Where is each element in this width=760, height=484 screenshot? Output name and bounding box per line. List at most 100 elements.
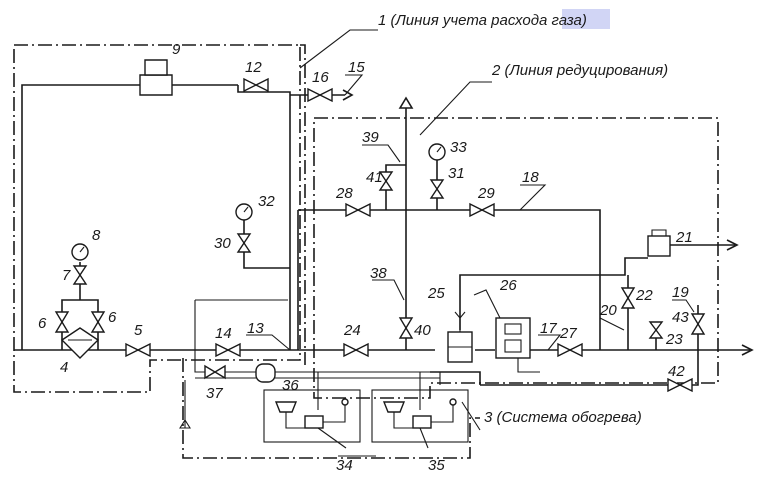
heater-34-control	[323, 405, 346, 423]
leader-26	[473, 289, 501, 319]
metering-right-pipe	[237, 85, 291, 350]
heater-35-pipe	[393, 412, 418, 429]
label-14: 14	[215, 325, 232, 342]
heating-boundary	[182, 358, 480, 459]
metering-boundary	[13, 44, 301, 393]
valve-42-icon	[667, 377, 693, 393]
caption-highlight	[562, 9, 610, 29]
vent-15-arrow	[342, 89, 354, 101]
pilot-26-top	[504, 323, 522, 335]
valve-5-icon	[125, 342, 151, 358]
heat-exchanger-36-icon	[255, 363, 276, 383]
heating-supply	[275, 371, 441, 385]
label-17: 17	[540, 320, 557, 337]
caption-metering-line: 1 (Линия учета расхода газа)	[378, 12, 587, 29]
heater-35-control	[431, 405, 454, 423]
metering-boundary-right	[300, 44, 306, 365]
label-33: 33	[450, 139, 467, 156]
outlet-arrow	[741, 344, 754, 356]
label-24: 24	[343, 322, 361, 339]
label-38: 38	[370, 265, 387, 282]
valve-6-left-icon	[54, 311, 70, 333]
gas-meter-9-head	[144, 59, 168, 76]
heating-pulse-left	[194, 300, 256, 373]
valve-43-icon	[690, 313, 706, 335]
heater-34-box	[263, 389, 361, 443]
label-13: 13	[247, 320, 264, 337]
leader-lines	[246, 29, 695, 457]
valves	[54, 77, 706, 393]
valve-37-icon	[204, 364, 226, 380]
boundaries	[13, 44, 719, 459]
pulse-return	[430, 371, 481, 385]
label-6-right: 6	[108, 309, 117, 326]
number-labels: 4 5 6 6 7 8 9 12 13 14 15 16 17 18 19 20…	[38, 41, 693, 474]
label-9: 9	[172, 41, 181, 58]
label-35: 35	[428, 457, 445, 474]
valve-40-icon	[398, 317, 414, 339]
gas-meter-9-icon	[139, 74, 173, 96]
leader-34	[317, 427, 376, 457]
valve-22-icon	[620, 287, 636, 309]
heater-35-box	[371, 389, 469, 443]
label-22: 22	[635, 287, 653, 304]
label-32: 32	[258, 193, 275, 210]
label-8: 8	[92, 227, 101, 244]
pilot-21-line	[595, 257, 648, 276]
relief-valve-21-icon	[647, 235, 671, 257]
label-40: 40	[414, 322, 431, 339]
label-12: 12	[245, 59, 262, 76]
pilot-26-pulse	[517, 355, 540, 373]
valve-31-icon	[429, 179, 445, 199]
label-21: 21	[675, 229, 693, 246]
label-29: 29	[477, 185, 495, 202]
label-37: 37	[206, 385, 223, 402]
label-15: 15	[348, 59, 365, 76]
pressure-gauge-33-icon	[428, 143, 446, 180]
reduction-boundary	[313, 117, 719, 399]
label-36: 36	[282, 377, 299, 394]
heater-34-burner	[274, 401, 298, 413]
valve-27-icon	[557, 342, 583, 358]
label-41: 41	[366, 169, 383, 186]
caption-reduction-line: 2 (Линия редуцирования)	[491, 62, 668, 79]
label-34: 34	[336, 457, 353, 474]
valve-41-icon	[378, 171, 394, 191]
leader-19	[672, 299, 695, 313]
label-7: 7	[62, 267, 71, 284]
label-31: 31	[448, 165, 465, 182]
heating-vent-arrow	[179, 418, 191, 429]
pilot-26-icon	[495, 317, 531, 359]
filter-4-icon	[60, 327, 100, 359]
heater-35-valve	[412, 415, 432, 429]
valve-14-icon	[215, 342, 241, 358]
leader-20	[599, 317, 625, 331]
leader-1	[299, 29, 378, 69]
label-26: 26	[499, 277, 517, 294]
label-42: 42	[668, 363, 685, 380]
relief-valve-21-cap	[651, 229, 667, 236]
equipment	[60, 59, 671, 443]
label-27: 27	[559, 325, 577, 342]
label-23: 23	[665, 331, 683, 348]
label-18: 18	[522, 169, 539, 186]
valve-6-right-icon	[90, 311, 106, 333]
gauge-32-branch	[243, 235, 290, 269]
leader-2	[419, 81, 492, 136]
heater-34-sensor	[341, 398, 349, 406]
vent-39-branch	[385, 164, 406, 210]
label-28: 28	[335, 185, 353, 202]
heater-34-pipe	[285, 412, 310, 429]
leader-18	[519, 184, 547, 211]
pipes	[14, 84, 754, 429]
metering-left-pipe	[21, 84, 140, 350]
heater-35-burner	[382, 401, 406, 413]
label-4: 4	[60, 359, 68, 376]
label-43: 43	[672, 309, 689, 326]
valve-7-icon	[72, 265, 88, 285]
heater-35-sensor	[449, 398, 457, 406]
valve-28-icon	[345, 202, 371, 218]
leader-17	[538, 334, 562, 351]
leader-39	[362, 144, 401, 163]
